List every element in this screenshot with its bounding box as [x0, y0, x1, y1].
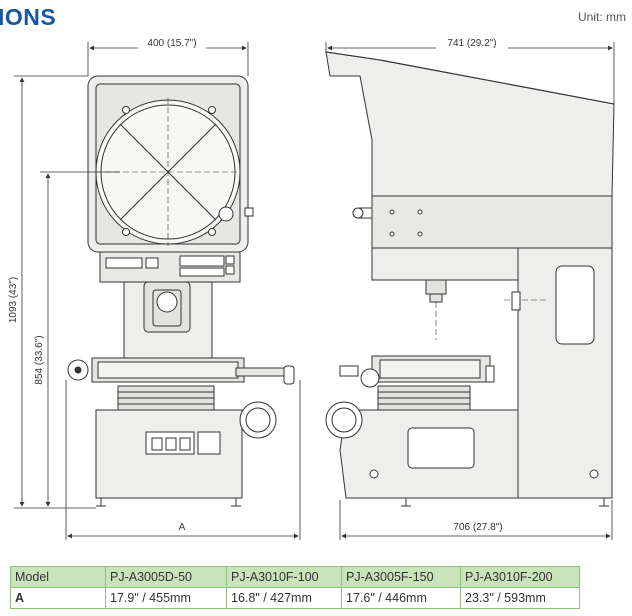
front-width-label: 400 (15.7") — [147, 38, 196, 49]
stage-height-label: 854 (33.6") — [34, 335, 45, 384]
total-height-label: 1093 (43") — [8, 277, 19, 323]
table-cell: 17.6" / 446mm — [341, 587, 461, 609]
table-cell: 16.8" / 427mm — [226, 587, 342, 609]
spec-table: Model PJ-A3005D-50 PJ-A3010F-100 PJ-A300… — [10, 566, 580, 609]
front-view — [67, 75, 295, 507]
table-header-row: Model PJ-A3005D-50 PJ-A3010F-100 PJ-A300… — [10, 566, 580, 588]
table-header-cell: Model — [10, 566, 106, 588]
side-base-label: 706 (27.8") — [453, 522, 502, 533]
table-header-cell: PJ-A3010F-100 — [226, 566, 342, 588]
projector-dimension-drawing: 400 (15.7") 741 (29.2") 1093 (43") 854 (… — [8, 36, 615, 540]
unit-label: Unit: mm — [578, 10, 626, 24]
front-base-label: A — [179, 522, 186, 533]
table-header-cell: PJ-A3005F-150 — [341, 566, 461, 588]
table-header-cell: PJ-A3010F-200 — [460, 566, 580, 588]
table-row-label: A — [10, 587, 106, 609]
side-body — [371, 195, 613, 249]
side-view — [325, 51, 615, 507]
side-width-label: 741 (29.2") — [447, 38, 496, 49]
side-hood — [325, 51, 615, 197]
table-header-cell: PJ-A3005D-50 — [105, 566, 227, 588]
table-cell: 17.9" / 455mm — [105, 587, 227, 609]
table-cell: 23.3" / 593mm — [460, 587, 580, 609]
section-heading: IONS — [0, 4, 57, 30]
table-row: A 17.9" / 455mm 16.8" / 427mm 17.6" / 44… — [10, 587, 580, 609]
